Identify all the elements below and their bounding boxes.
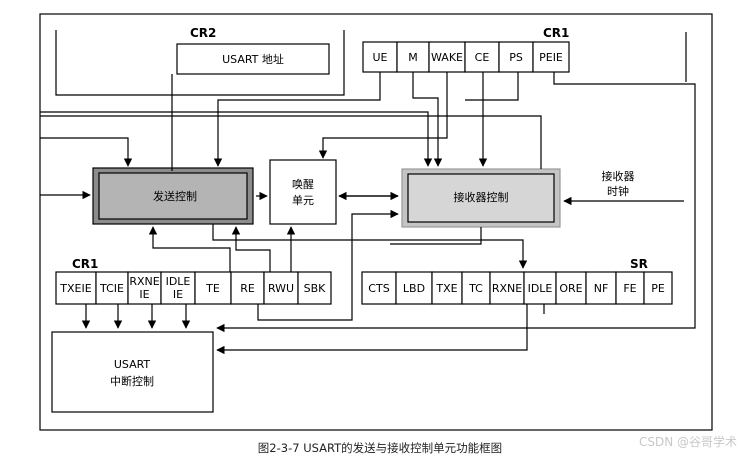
cr1-bottom-bit-label-line2: IE (173, 288, 183, 301)
sr-bit-cell (395, 271, 433, 305)
wakeup-unit-label-1: 唤醒 (292, 177, 314, 191)
cr1-top-bit-label: PS (509, 51, 523, 64)
sr-bit-label: RXNE (492, 282, 522, 295)
cr1-top-bit-cell (428, 41, 466, 73)
wakeup-unit-box (269, 159, 337, 225)
cr1-top-bit-cell (464, 41, 500, 73)
sr-bit-label: PE (651, 282, 665, 295)
cr1-top-bit-label: M (408, 51, 418, 64)
sr-bit-cell (555, 271, 587, 305)
cr1-bottom-bit-label: RE (240, 282, 255, 295)
sr-bit-label: ORE (559, 282, 582, 295)
cr2-label: CR2 (190, 26, 216, 40)
wakeup-unit-label-2: 单元 (292, 194, 314, 207)
sr-register: CTS LBD TXE TC RXNE IDLE ORE NF FE PE (361, 271, 673, 305)
cr1-bottom-bit-label: SBK (304, 282, 327, 295)
sr-bit-label: TXE (435, 282, 457, 295)
sr-bit-label: FE (623, 282, 636, 295)
rx-control-inner (407, 173, 555, 223)
cr1-bottom-bit-cell (194, 271, 232, 305)
sr-bit-label: CTS (368, 282, 389, 295)
interrupt-control-box (51, 331, 214, 413)
cr1-top-bit-label: CE (475, 51, 490, 64)
cr1-bottom-bit-label: TXEIE (59, 282, 91, 295)
cr1-bottom-bit-label-line2: IE (139, 288, 149, 301)
rx-control-label: 接收器控制 (454, 190, 509, 204)
usart-address-label: USART 地址 (222, 52, 284, 66)
sr-bit-cell (643, 271, 673, 305)
figure-caption: 图2-3-7 USART的发送与接收控制单元功能框图 (258, 441, 502, 455)
usart-address-box (176, 43, 330, 75)
cr1-top-register: UE M WAKE CE PS PEIE (362, 41, 570, 73)
connection-lines (40, 30, 696, 355)
sr-label: SR (630, 257, 648, 271)
cr1-top-label: CR1 (543, 26, 569, 40)
sr-bit-label: NF (594, 282, 609, 295)
cr1-bottom-bit-cell (95, 271, 129, 305)
sr-bit-cell (585, 271, 617, 305)
sr-bit-label: IDLE (528, 282, 553, 295)
interrupt-control-label-1: USART (114, 358, 151, 371)
rx-clock-label-1: 接收器 (602, 169, 635, 183)
sr-bit-label: TC (468, 282, 483, 295)
csdn-watermark: CSDN @谷哥学术 (639, 434, 737, 449)
cr1-top-bit-label: UE (372, 51, 387, 64)
rx-clock-label-2: 时钟 (607, 184, 629, 198)
cr1-bottom-bit-cell (230, 271, 265, 305)
cr1-bottom-bit-label: RXNE (129, 275, 159, 288)
outer-frame (39, 13, 713, 431)
cr1-bottom-bit-cell (263, 271, 299, 305)
cr1-bottom-label: CR1 (72, 257, 98, 271)
tx-control-label: 发送控制 (153, 189, 197, 203)
sr-bit-cell (431, 271, 463, 305)
cr1-bottom-bit-cell (55, 271, 97, 305)
cr1-top-bit-label: PEIE (539, 51, 563, 64)
tx-control-inner (98, 172, 248, 220)
cr1-bottom-bit-label: TE (205, 282, 220, 295)
sr-bit-cell (361, 271, 397, 305)
cr1-bottom-bit-cell (297, 271, 332, 305)
cr1-bottom-bit-label: IDLE (166, 275, 191, 288)
cr1-top-bit-label: WAKE (431, 51, 463, 64)
cr1-top-bit-cell (498, 41, 534, 73)
sr-bit-label: LBD (403, 282, 425, 295)
sr-bit-cell (615, 271, 645, 305)
cr1-bottom-bit-label: TCIE (99, 282, 124, 295)
cr1-top-bit-cell (532, 41, 570, 73)
interrupt-control-label-2: 中断控制 (110, 374, 154, 388)
cr1-bottom-bit-label: RWU (268, 282, 294, 295)
